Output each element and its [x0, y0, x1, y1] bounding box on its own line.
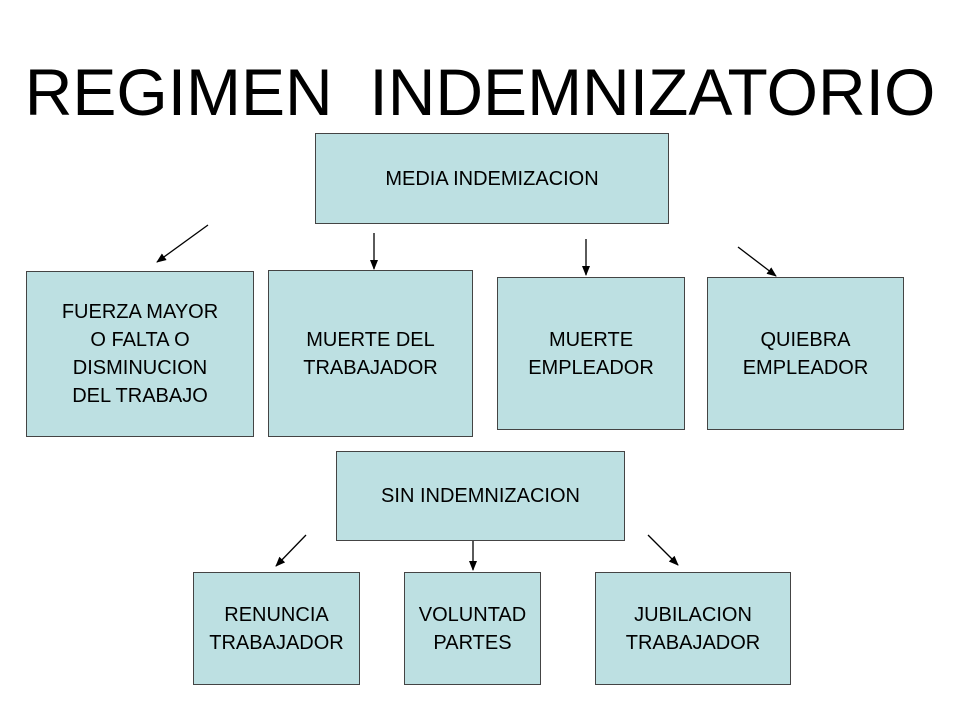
media-indemnizacion-box: MEDIA INDEMIZACION	[315, 133, 669, 224]
muerte-trabajador-label: MUERTE DEL TRABAJADOR	[303, 328, 438, 379]
renuncia-label: RENUNCIA TRABAJADOR	[209, 603, 344, 654]
diagram-title: REGIMEN INDEMNIZATORIO	[24, 55, 936, 129]
arrow-to-jubilacion	[647, 534, 679, 566]
voluntad-box: VOLUNTAD PARTES	[404, 572, 541, 685]
quiebra-empleador-label: QUIEBRA EMPLEADOR	[742, 328, 869, 379]
jubilacion-label: JUBILACION TRABAJADOR	[625, 603, 761, 654]
muerte-trabajador-box: MUERTE DEL TRABAJADOR	[268, 270, 473, 437]
arrow-to-renuncia	[275, 534, 307, 567]
media-indemnizacion-label: MEDIA INDEMIZACION	[385, 167, 599, 190]
muerte-empleador-label: MUERTE EMPLEADOR	[528, 328, 654, 379]
fuerza-mayor-box: FUERZA MAYOR O FALTA O DISMINUCION DEL T…	[26, 271, 254, 437]
sin-indemnizacion-label: SIN INDEMNIZACION	[381, 485, 580, 507]
muerte-empleador-box: MUERTE EMPLEADOR	[497, 277, 685, 430]
arrow-to-fuerza-mayor	[156, 224, 209, 263]
renuncia-box: RENUNCIA TRABAJADOR	[193, 572, 360, 685]
fuerza-mayor-label: FUERZA MAYOR O FALTA O DISMINUCION DEL T…	[61, 301, 219, 407]
quiebra-empleador-box: QUIEBRA EMPLEADOR	[707, 277, 904, 430]
jubilacion-box: JUBILACION TRABAJADOR	[595, 572, 791, 685]
voluntad-label: VOLUNTAD PARTES	[418, 603, 527, 654]
sin-indemnizacion-box: SIN INDEMNIZACION	[336, 451, 625, 541]
arrow-to-quiebra-empleador	[737, 246, 777, 277]
